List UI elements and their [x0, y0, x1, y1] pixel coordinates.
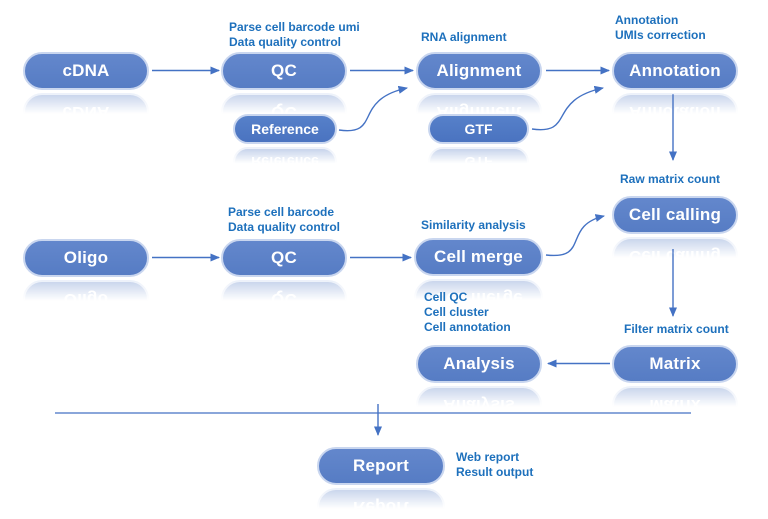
node-analysis: Analysis [416, 345, 542, 383]
curve-reference-to-alignment [338, 85, 408, 132]
node-annotation: Annotation [612, 52, 738, 90]
node-matrix: Matrix [612, 345, 738, 383]
node-gtf: GTF [428, 114, 529, 144]
curve-cellmerge-to-cellcalling [545, 214, 605, 257]
node-qc-rna: QC [221, 52, 347, 90]
curve-gtf-to-annotation [531, 85, 604, 131]
node-report: Report [317, 447, 445, 485]
node-oligo: Oligo [23, 239, 149, 277]
node-qc-oligo: QC [221, 239, 347, 277]
note-raw-matrix-count: Raw matrix count [620, 172, 721, 186]
note-qc-oligo-steps: Parse cell barcode Data quality control [228, 205, 341, 234]
note-qc-rna-steps: Parse cell barcode umi Data quality cont… [229, 20, 360, 49]
note-annotation-steps: Annotation UMIs correction [615, 13, 706, 42]
note-similarity-analysis: Similarity analysis [421, 218, 526, 232]
node-cell-calling: Cell calling [612, 196, 738, 234]
note-report-outputs: Web report Result output [456, 450, 534, 479]
node-cdna: cDNA [23, 52, 149, 90]
note-rna-alignment: RNA alignment [421, 30, 507, 44]
note-analysis-steps: Cell QC Cell cluster Cell annotation [424, 290, 511, 334]
node-cell-merge: Cell merge [414, 238, 543, 276]
node-reference: Reference [233, 114, 337, 144]
note-filter-matrix-count: Filter matrix count [624, 322, 729, 336]
node-alignment: Alignment [416, 52, 542, 90]
